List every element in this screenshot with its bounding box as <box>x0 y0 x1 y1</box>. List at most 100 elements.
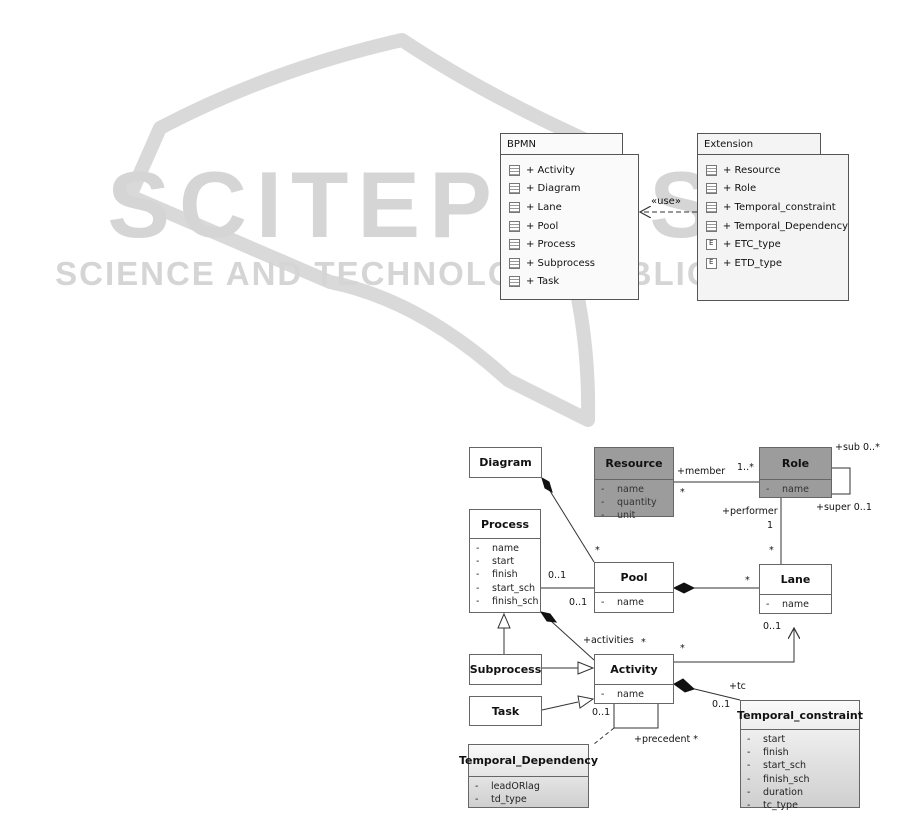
visibility-marker: - <box>747 799 751 811</box>
visibility-marker: - <box>601 689 605 700</box>
class-name: Diagram <box>479 456 532 469</box>
package-item: + Process <box>501 235 638 254</box>
package-item: + Role <box>698 180 848 199</box>
lane-activity-multiplicity-activity: * <box>680 643 685 654</box>
attribute-name: start_sch <box>492 582 536 594</box>
watermark-brand: SCITEPRESS <box>107 152 793 257</box>
package-item: + Temporal_Dependency <box>698 217 848 236</box>
activities-multiplicity: * <box>641 637 646 648</box>
visibility-marker: - <box>601 510 605 522</box>
class-attribute: -start <box>741 733 859 746</box>
performer-role-label: +performer <box>722 506 778 517</box>
precedent-role-label: +precedent * <box>634 734 698 745</box>
class-attribute: -start <box>470 555 540 568</box>
visibility-marker: - <box>476 556 480 568</box>
attribute-name: finish <box>492 569 518 581</box>
package-item-label: + ETD_type <box>723 257 783 269</box>
class-icon <box>509 183 520 195</box>
class-attribute: -name <box>760 598 831 611</box>
visibility-marker: - <box>747 786 751 798</box>
class-name: Temporal_constraint <box>737 708 863 722</box>
package-item-label: + Lane <box>526 201 562 213</box>
class-name: Temporal_Dependency <box>458 754 599 767</box>
visibility-marker: - <box>475 794 479 806</box>
class-attribute: -start_sch <box>470 582 540 595</box>
performer-multiplicity: 1 <box>767 520 774 531</box>
class-icon <box>509 276 520 288</box>
class-name: Activity <box>610 663 658 676</box>
class-attribute: -name <box>595 688 673 701</box>
class-subprocess: Subprocess <box>469 654 542 685</box>
activity-precedent-association <box>613 704 659 729</box>
attribute-name: name <box>782 599 809 610</box>
visibility-marker: - <box>476 569 480 581</box>
class-icon <box>509 164 520 176</box>
super-role-label: +super 0..1 <box>816 502 872 513</box>
package-item: + Lane <box>501 198 638 217</box>
attribute-name: name <box>617 597 644 608</box>
visibility-marker: - <box>747 773 751 785</box>
visibility-marker: - <box>476 595 480 607</box>
package-item: + Pool <box>501 217 638 236</box>
package-item: + Task <box>501 273 638 292</box>
class-name: Subprocess <box>469 663 542 676</box>
attribute-name: unit <box>617 510 636 522</box>
activities-role-label: +activities <box>583 635 634 646</box>
class-attribute: -finish <box>741 746 859 759</box>
class-icon <box>706 183 717 195</box>
class-temporal-dependency: Temporal_Dependency -leadORlag-td_type <box>458 744 599 808</box>
package-item: + ETC_type <box>698 235 848 254</box>
member-multiplicity-resource: * <box>680 487 685 498</box>
activity-tc-diamond <box>673 678 695 693</box>
class-diagram: Diagram <box>469 447 542 478</box>
package-item: + Diagram <box>501 180 638 199</box>
package-item-label: + Temporal_constraint <box>723 201 836 213</box>
package-item: + Activity <box>501 161 638 180</box>
td-association-class-link <box>593 727 615 745</box>
visibility-marker: - <box>601 597 605 608</box>
use-label: «use» <box>651 196 681 207</box>
class-lane: Lane -name <box>759 564 832 614</box>
attribute-name: finish_sch <box>492 595 539 607</box>
generalization-triangle <box>497 612 511 629</box>
visibility-marker: - <box>747 734 751 745</box>
visibility-marker: - <box>601 484 605 495</box>
class-attribute: -finish_sch <box>470 595 540 608</box>
package-item-label: + Process <box>526 239 576 251</box>
visibility-marker: - <box>601 497 605 509</box>
class-attribute: -name <box>595 483 673 496</box>
visibility-marker: - <box>747 747 751 759</box>
process-pool-multiplicity-top: 0..1 <box>548 570 567 581</box>
package-name: BPMN <box>507 139 536 150</box>
package-item-label: + Resource <box>723 164 781 176</box>
visibility-marker: - <box>747 760 751 772</box>
package-item: + ETD_type <box>698 254 848 273</box>
class-attributes: -name-start-finish-start_sch-finish_sch <box>470 538 540 610</box>
class-attribute: -unit <box>595 509 673 522</box>
class-temporal-constraint: Temporal_constraint -start-finish-start_… <box>737 700 863 811</box>
lane-role-multiplicity: * <box>769 545 774 556</box>
enumeration-icon <box>706 239 717 251</box>
class-attribute: - name <box>595 596 673 609</box>
diagram-pool-diamond <box>541 476 553 494</box>
package-item-label: + Task <box>526 276 560 288</box>
class-name: Task <box>491 704 520 718</box>
member-role-label: +member <box>677 466 726 477</box>
class-attribute: -start_sch <box>741 759 859 772</box>
attribute-name: tc_type <box>763 799 798 811</box>
package-item: + Temporal_constraint <box>698 198 848 217</box>
visibility-marker: - <box>766 484 770 495</box>
class-process: Process -name-start-finish-start_sch-fin… <box>469 509 541 613</box>
class-pool: Pool -name <box>594 562 674 613</box>
package-body: + Activity+ Diagram + Lane + Pool + Process… <box>500 154 639 300</box>
class-name: Process <box>480 517 530 531</box>
attribute-name: start_sch <box>763 760 807 772</box>
class-icon <box>509 257 520 269</box>
class-icon <box>706 164 717 176</box>
attribute-name: td_type <box>491 794 527 806</box>
class-attribute: -finish_sch <box>741 773 859 786</box>
package-body: + Resource + Role + Temporal_constraint + T… <box>697 154 849 301</box>
process-pool-multiplicity-bottom: 0..1 <box>569 597 588 608</box>
